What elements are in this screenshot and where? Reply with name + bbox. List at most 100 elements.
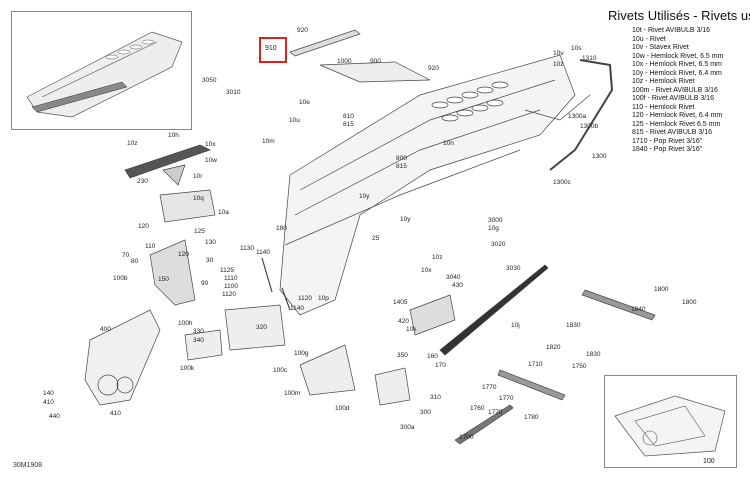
part-230 [162, 164, 186, 186]
callout-110: 110 [145, 243, 156, 250]
callout-125: 125 [194, 228, 205, 235]
legend-item: 1710 - Pop Rivet 3/16" [632, 137, 703, 145]
left-footrest [124, 144, 211, 179]
callout-30: 30 [206, 257, 214, 264]
callout-320: 320 [256, 324, 267, 331]
callout-230: 230 [137, 178, 148, 185]
callout-10z3: 10z [432, 254, 442, 261]
callout-1300a: 1300a [568, 113, 586, 120]
legend-item: 815 - Rivet AVIBULB 3/16 [632, 129, 713, 136]
legend-item: 10x - Hemlock Rivet, 6.5 mm [632, 61, 722, 68]
rivets-legend-title: Rivets Utilisés - Rivets used [608, 8, 750, 23]
highlighted-part-callout: 910 [259, 37, 287, 63]
callout-1770b: 1770 [499, 395, 514, 402]
callout-120b: 120 [178, 251, 189, 258]
callout-10w: 10w [205, 157, 217, 164]
callout-10z2: 10z [127, 140, 137, 147]
legend-item: 10u - Rivet [632, 35, 666, 43]
inset-bottom-right-drawing: 100 [614, 395, 726, 465]
callout-3000: 3000 [488, 217, 503, 224]
callout-100c: 100c [273, 367, 288, 374]
callout-430: 430 [452, 282, 463, 289]
callout-10g: 10g [488, 225, 499, 232]
callout-920: 920 [297, 27, 308, 34]
callout-120: 120 [138, 223, 149, 230]
callout-100k: 100k [180, 365, 195, 372]
callout-160: 160 [427, 353, 438, 360]
rail-1700 [454, 404, 514, 445]
callout-1760: 1760 [470, 405, 485, 412]
callout-1770c: 1770 [488, 409, 503, 416]
callout-170: 170 [435, 362, 446, 369]
legend-item: 100f - Rivet AVIBULB 3/16 [632, 95, 714, 102]
callout-1300: 1300 [592, 153, 607, 160]
bracket-330 [184, 329, 223, 361]
callout-3050: 3050 [202, 77, 217, 84]
inset-top-left-drawing [26, 31, 183, 118]
rail-1770 [497, 369, 566, 401]
callout-810: 810 [343, 113, 354, 120]
callout-420: 420 [398, 318, 409, 325]
rear-bumper-tube [549, 59, 614, 171]
callout-1120: 1120 [222, 291, 236, 298]
callout-1820: 1820 [546, 344, 561, 351]
callout-1830: 1830 [566, 322, 581, 329]
callout-1300b: 1300b [580, 123, 598, 130]
legend-item: 120 - Hemlock Rivet, 6.4 mm [632, 112, 723, 119]
callout-1405: 1405 [393, 299, 408, 306]
callout-330: 330 [193, 328, 204, 335]
callout-10e: 10e [299, 99, 310, 106]
callout-920b: 920 [428, 65, 439, 72]
steering-support [149, 239, 196, 306]
tunnel-body [279, 54, 576, 316]
callout-10x2: 10x [421, 267, 432, 274]
callout-1140b: 1140 [290, 305, 304, 312]
callout-1800b: 1800 [682, 299, 697, 306]
callout-10a: 10a [218, 209, 229, 216]
callout-10z: 10z [553, 61, 563, 68]
rail-part-910 [289, 29, 361, 57]
right-running-rail [439, 264, 549, 356]
callout-10u: 10u [289, 117, 300, 124]
legend-item: 125 - Hemlock Rivet 6.5 mm [632, 120, 721, 128]
callout-80: 80 [131, 258, 139, 265]
callout-100h: 100h [178, 320, 193, 327]
bracket-10a [159, 189, 216, 223]
callout-10k: 10k [406, 326, 417, 333]
callout-labels: 920 1000 900 920 3050 3010 10e 10u 10m 8… [43, 27, 697, 441]
callout-90: 90 [201, 280, 209, 287]
callout-1120b: 1120 [298, 295, 312, 302]
legend-item: 110 - Hemlock Rivet [632, 103, 695, 111]
footrest-panel [224, 304, 286, 351]
callout-815b: 815 [396, 163, 407, 170]
callout-410b: 410 [110, 410, 121, 417]
callout-3040: 3040 [446, 274, 461, 281]
callout-10x: 10x [205, 141, 216, 148]
callout-310: 310 [430, 394, 441, 401]
legend-item: 100m - Rivet AVIBULB 3/16 [632, 86, 718, 94]
callout-800: 800 [396, 155, 407, 162]
callout-1700: 1700 [459, 434, 474, 441]
callout-1130: 1130 [240, 245, 254, 252]
callout-10m: 10m [262, 138, 275, 145]
bracket-300 [374, 367, 411, 406]
callout-70: 70 [122, 252, 130, 259]
callout-350: 350 [397, 352, 408, 359]
drawing-id: 30M1908 [13, 462, 43, 469]
callout-1310: 1310 [582, 55, 597, 62]
callout-1110: 1110 [224, 275, 238, 282]
callout-10h: 10h [168, 132, 179, 139]
legend-item: 10y - Hemlock Rivet, 6.4 mm [632, 69, 722, 77]
callout-340: 340 [193, 337, 204, 344]
inset-top-left [11, 11, 192, 130]
callout-25: 25 [372, 235, 380, 242]
legend-item: 10t - Rivet AVIBULB 3/16 [632, 27, 711, 34]
plate-420 [409, 294, 456, 336]
rail-part-900 [319, 61, 431, 83]
callout-3030: 3030 [506, 265, 521, 272]
tunnel-slots [431, 81, 509, 122]
callout-10n: 10n [443, 140, 454, 147]
bracket-100g [299, 344, 356, 396]
